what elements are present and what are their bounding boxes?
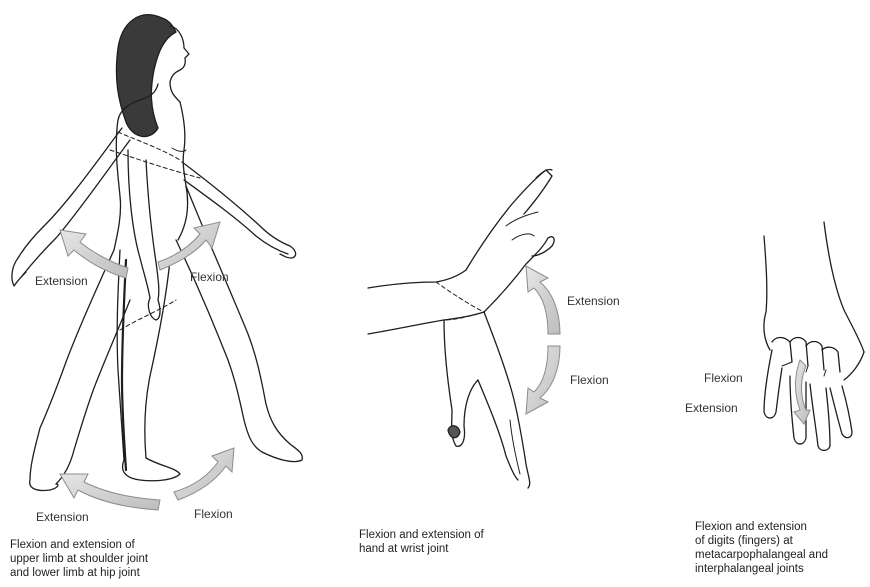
finger-flexion-label: Flexion bbox=[704, 371, 743, 385]
caption-line: of digits (fingers) at bbox=[695, 534, 828, 548]
caption-line: and lower limb at hip joint bbox=[10, 566, 148, 580]
caption-line: interphalangeal joints bbox=[695, 562, 828, 576]
caption-line: Flexion and extension of bbox=[359, 528, 484, 542]
fingers-hand bbox=[764, 222, 864, 451]
caption-line: Flexion and extension bbox=[695, 520, 828, 534]
caption-line: metacarpophalangeal and bbox=[695, 548, 828, 562]
finger-extension-label: Extension bbox=[685, 401, 738, 415]
wrist-flexion-arrow bbox=[526, 346, 560, 414]
wrist-extension-arrow bbox=[526, 266, 560, 334]
wrist-hand bbox=[368, 169, 554, 488]
walking-figure bbox=[12, 15, 302, 491]
wrist-caption: Flexion and extension of hand at wrist j… bbox=[359, 528, 484, 556]
hip-flexion-arrow bbox=[174, 448, 234, 500]
lower-extension-label: Extension bbox=[36, 510, 89, 524]
caption-line: Flexion and extension of bbox=[10, 538, 148, 552]
hair bbox=[116, 15, 176, 137]
caption-line: upper limb at shoulder joint bbox=[10, 552, 148, 566]
finger-motion-arrow bbox=[794, 360, 810, 424]
upper-extension-label: Extension bbox=[35, 274, 88, 288]
wrist-extension-label: Extension bbox=[567, 294, 620, 308]
shoulder-flexion-arrow bbox=[158, 222, 220, 270]
caption-line: hand at wrist joint bbox=[359, 542, 484, 556]
body-caption: Flexion and extension of upper limb at s… bbox=[10, 538, 148, 580]
upper-flexion-label: Flexion bbox=[190, 270, 229, 284]
hip-extension-arrow bbox=[60, 474, 160, 510]
lower-flexion-label: Flexion bbox=[194, 507, 233, 521]
shoulder-extension-arrow bbox=[60, 230, 128, 278]
wrist-flexion-label: Flexion bbox=[570, 373, 609, 387]
fingers-caption: Flexion and extension of digits (fingers… bbox=[695, 520, 828, 576]
